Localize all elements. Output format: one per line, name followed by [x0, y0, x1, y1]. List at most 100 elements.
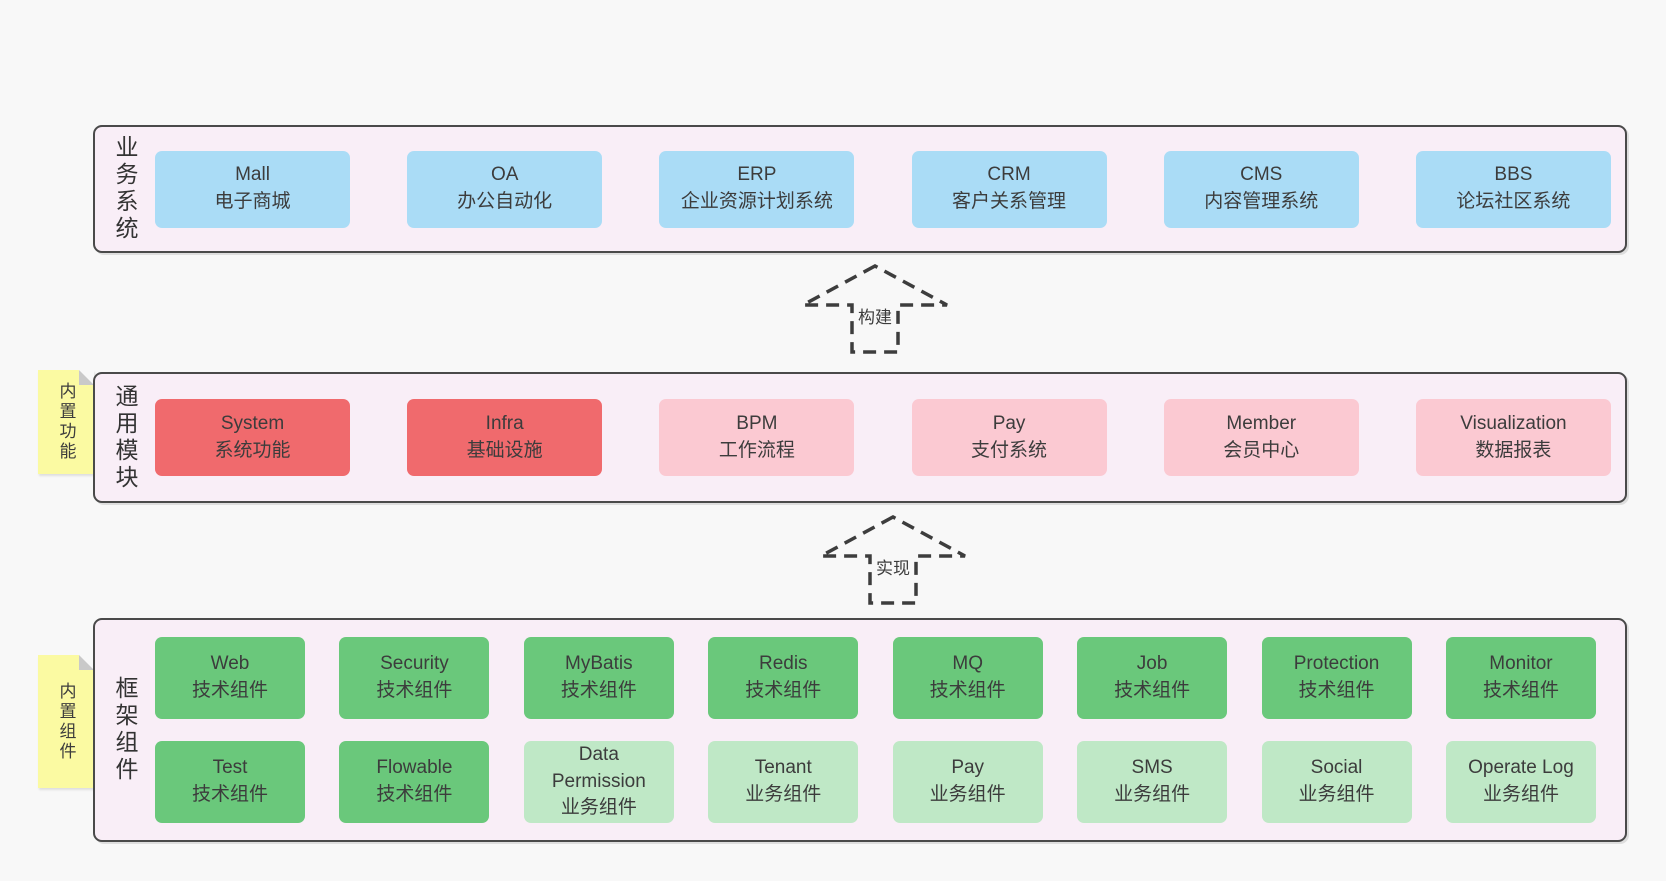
module-desc: 电子商城 [214, 191, 291, 212]
module-desc: 工作流程 [718, 439, 795, 461]
module-desc: 办公自动化 [457, 191, 553, 212]
module-name: Test [212, 757, 248, 779]
module-desc: 技术组件 [560, 680, 637, 701]
module-box: Web 技术组件 [155, 637, 305, 719]
module-name: MQ [952, 653, 983, 675]
dashed-up-arrow-icon [820, 515, 966, 605]
module-name: Data Permission [551, 744, 646, 792]
module-box: Protection 技术组件 [1261, 637, 1412, 719]
module-name: CMS [1240, 164, 1283, 186]
module-desc: 技术组件 [191, 680, 268, 701]
module-name: CRM [987, 164, 1031, 186]
layer-framework-boxes: Web 技术组件 Security 技术组件 MyBatis 技术组件 Redi… [155, 620, 1625, 840]
module-name: Mall [235, 164, 270, 186]
module-desc: 业务组件 [560, 797, 637, 819]
layer-label-business: 业务系统 [112, 135, 138, 243]
module-name: SMS [1131, 757, 1173, 779]
module-box: BBS 论坛社区系统 [1415, 150, 1611, 228]
module-name: Job [1136, 653, 1168, 675]
module-desc: 业务组件 [1482, 784, 1559, 805]
module-box: System 系统功能 [155, 399, 350, 476]
module-name: ERP [737, 164, 777, 186]
module-name: Pay [992, 412, 1026, 434]
module-box: Operate Log 业务组件 [1445, 741, 1596, 823]
module-box: Pay 业务组件 [892, 741, 1043, 823]
module-box: Security 技术组件 [339, 637, 490, 719]
module-box: OA 办公自动化 [407, 150, 603, 228]
sticky-note-text: 内置功能 [56, 382, 76, 462]
module-name: Security [380, 653, 449, 675]
module-name: System [220, 412, 285, 434]
module-name: Protection [1293, 653, 1380, 675]
module-box: CRM 客户关系管理 [911, 150, 1107, 228]
module-box: Mall 电子商城 [155, 150, 350, 228]
arrow-label: 实现 [874, 554, 912, 579]
module-box: Monitor 技术组件 [1445, 637, 1596, 719]
module-name: Social [1310, 757, 1363, 779]
layer-label-common: 通用模块 [112, 383, 138, 492]
module-desc: 技术组件 [745, 680, 822, 701]
module-box: Job 技术组件 [1077, 637, 1228, 719]
module-box: MyBatis 技术组件 [523, 637, 674, 719]
arrow-up-build: 构建 [795, 263, 955, 355]
module-desc: 会员中心 [1223, 439, 1300, 461]
layer-label-framework: 框架组件 [112, 676, 138, 784]
module-name: Infra [485, 412, 524, 434]
module-name: Operate Log [1468, 757, 1574, 779]
module-name: MyBatis [565, 653, 633, 675]
layer-common-boxes: System 系统功能 Infra 基础设施 BPM 工作流程 Pay 支付系统… [155, 374, 1625, 501]
module-box: Social 业务组件 [1261, 741, 1412, 823]
layer-common-modules: 通用模块 System 系统功能 Infra 基础设施 BPM 工作流程 Pay… [93, 372, 1627, 503]
module-box: Data Permission 业务组件 [523, 741, 674, 823]
module-name: BPM [736, 412, 778, 434]
module-desc: 业务组件 [1298, 784, 1375, 805]
module-box: Test 技术组件 [155, 741, 305, 823]
module-box: MQ 技术组件 [892, 637, 1043, 719]
module-name: BBS [1494, 164, 1533, 186]
module-box: BPM 工作流程 [659, 399, 855, 476]
module-name: Monitor [1489, 653, 1553, 675]
dashed-up-arrow-icon [802, 264, 948, 354]
module-box: Redis 技术组件 [708, 637, 859, 719]
arrow-up-implement: 实现 [813, 514, 973, 606]
module-desc: 业务组件 [929, 784, 1006, 805]
module-desc: 业务组件 [745, 784, 822, 805]
module-box: SMS 业务组件 [1077, 741, 1228, 823]
module-name: OA [490, 164, 519, 186]
module-box: Infra 基础设施 [407, 399, 603, 476]
module-desc: 技术组件 [376, 784, 453, 805]
sticky-note-builtin-components: 内置组件 [38, 655, 94, 788]
module-box: Tenant 业务组件 [708, 741, 859, 823]
module-desc: 内容管理系统 [1204, 191, 1319, 212]
module-box: Flowable 技术组件 [339, 741, 490, 823]
layer-business-boxes: Mall 电子商城 OA 办公自动化 ERP 企业资源计划系统 CRM 客户关系… [155, 127, 1625, 251]
module-desc: 技术组件 [1482, 680, 1559, 701]
module-desc: 论坛社区系统 [1456, 191, 1571, 212]
module-row: Test 技术组件 Flowable 技术组件 Data Permission … [155, 741, 1596, 823]
module-desc: 数据报表 [1475, 439, 1552, 461]
arrow-label: 构建 [856, 303, 894, 328]
module-name: Visualization [1460, 412, 1567, 434]
module-box: Member 会员中心 [1163, 399, 1359, 476]
module-name: Member [1226, 412, 1297, 434]
module-desc: 技术组件 [376, 680, 453, 701]
module-desc: 技术组件 [1114, 680, 1191, 701]
module-row: Web 技术组件 Security 技术组件 MyBatis 技术组件 Redi… [155, 637, 1596, 719]
sticky-note-text: 内置组件 [56, 681, 76, 762]
module-desc: 系统功能 [214, 439, 291, 461]
module-box: Pay 支付系统 [911, 399, 1107, 476]
module-desc: 基础设施 [466, 439, 543, 461]
module-name: Redis [758, 653, 808, 675]
sticky-note-builtin-features: 内置功能 [38, 370, 94, 474]
layer-framework-components: 框架组件 Web 技术组件 Security 技术组件 MyBatis 技术组件… [93, 618, 1627, 842]
module-desc: 支付系统 [971, 439, 1048, 461]
layer-business-systems: 业务系统 Mall 电子商城 OA 办公自动化 ERP 企业资源计划系统 CRM… [93, 125, 1627, 253]
module-box: ERP 企业资源计划系统 [659, 150, 855, 228]
module-desc: 企业资源计划系统 [680, 191, 833, 212]
module-desc: 技术组件 [191, 784, 268, 805]
module-name: Pay [951, 757, 985, 779]
module-name: Web [210, 653, 250, 675]
module-name: Flowable [376, 757, 453, 779]
module-desc: 技术组件 [929, 680, 1006, 701]
